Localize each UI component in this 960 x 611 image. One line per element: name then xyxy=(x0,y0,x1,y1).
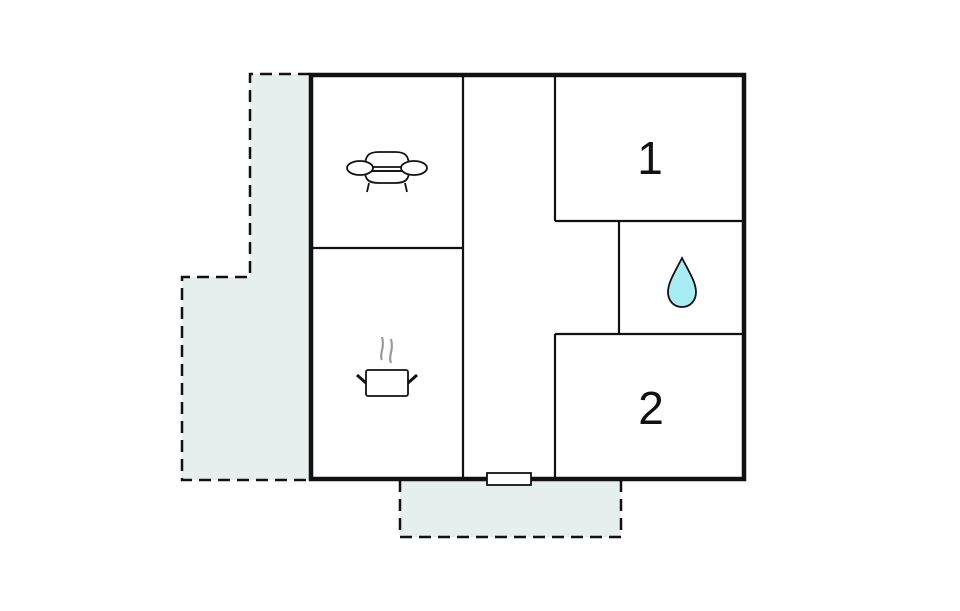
interior-walls xyxy=(310,74,745,479)
terrace-front xyxy=(398,480,623,539)
terrace-left xyxy=(180,72,310,482)
room-label-bedroom-1: 1 xyxy=(637,132,663,184)
cooking-pot-icon xyxy=(356,336,418,397)
front-door xyxy=(486,472,532,486)
sofa-icon xyxy=(346,151,428,193)
room-label-bedroom-2: 2 xyxy=(638,382,664,434)
water-drop-icon xyxy=(667,255,697,308)
